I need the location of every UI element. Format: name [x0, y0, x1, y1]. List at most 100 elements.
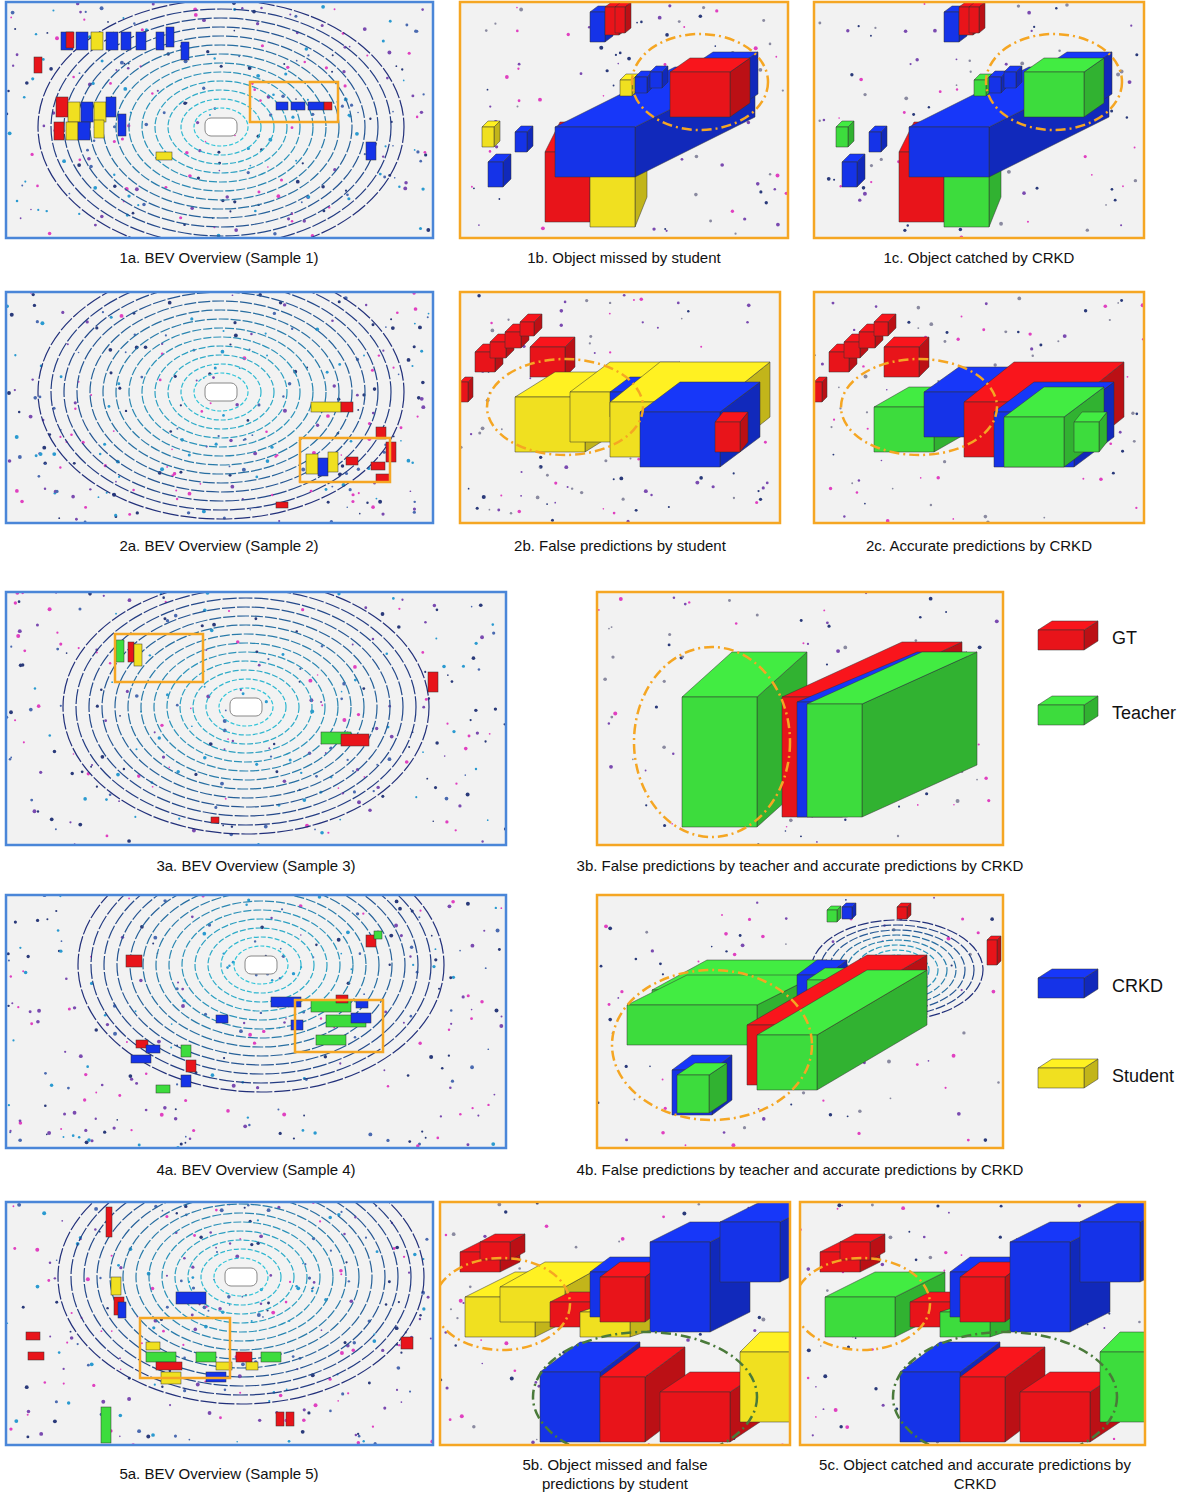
lidar-point: [267, 658, 269, 660]
lidar-point: [827, 177, 831, 181]
lidar-point: [168, 301, 172, 305]
bounding-box-3d: [515, 126, 533, 152]
lidar-point: [293, 1137, 295, 1139]
lidar-point: [1109, 442, 1112, 445]
lidar-point: [491, 329, 495, 333]
lidar-point: [759, 190, 762, 193]
lidar-point: [86, 1065, 89, 1068]
lidar-point: [78, 158, 81, 161]
lidar-point: [277, 194, 281, 198]
lidar-point: [101, 755, 105, 759]
lidar-point: [221, 350, 225, 354]
box-face: [1074, 412, 1107, 422]
lidar-point: [73, 753, 75, 755]
box-face: [482, 127, 494, 147]
panel-content: [460, 2, 788, 238]
lidar-point: [70, 772, 73, 775]
lidar-point: [1005, 63, 1008, 66]
lidar-point: [956, 799, 960, 803]
lidar-point: [260, 1012, 262, 1014]
lidar-ring: [78, 895, 444, 1092]
lidar-point: [637, 458, 640, 461]
lidar-point: [154, 731, 156, 733]
lidar-point: [280, 948, 282, 950]
lidar-point: [757, 490, 759, 492]
lidar-point: [956, 88, 958, 90]
lidar-point: [418, 1041, 421, 1044]
lidar-point: [190, 317, 193, 320]
lidar-point: [81, 770, 84, 773]
lidar-point: [386, 77, 389, 80]
lidar-point: [400, 426, 403, 429]
lidar-point: [608, 722, 610, 724]
lidar-point: [776, 173, 780, 177]
lidar-point: [450, 1023, 452, 1025]
box-face: [520, 314, 542, 322]
lidar-point: [175, 489, 177, 491]
box-face: [974, 80, 986, 96]
bev-box: [166, 27, 174, 47]
lidar-point: [984, 515, 988, 519]
lidar-point: [186, 102, 188, 104]
lidar-point: [84, 506, 87, 509]
lidar-point: [982, 328, 985, 331]
lidar-point: [248, 1124, 250, 1126]
lidar-point: [800, 619, 803, 622]
lidar-point: [346, 930, 350, 934]
lidar-point: [204, 686, 206, 688]
lidar-point: [414, 30, 417, 33]
lidar-point: [379, 173, 382, 176]
lidar-point: [84, 1129, 87, 1132]
lidar-point: [677, 302, 680, 305]
lidar-point: [357, 112, 359, 114]
lidar-point: [315, 944, 318, 947]
lidar-point: [190, 708, 192, 710]
lidar-point: [178, 818, 180, 820]
zoom-region: [250, 82, 338, 122]
panel-content: [460, 292, 780, 523]
lidar-point: [36, 185, 39, 188]
lidar-point: [1032, 354, 1034, 356]
lidar-point: [418, 325, 422, 329]
lidar-point: [1063, 334, 1067, 338]
lidar-point: [862, 186, 866, 190]
lidar-point: [351, 500, 354, 503]
lidar-point: [16, 634, 20, 638]
lidar-point: [897, 835, 899, 837]
lidar-point: [109, 348, 113, 352]
lidar-point: [243, 439, 245, 441]
lidar-point: [35, 33, 37, 35]
lidar-point: [331, 71, 333, 73]
box-face: [1024, 72, 1084, 117]
lidar-point: [15, 489, 19, 493]
lidar-point: [491, 1142, 495, 1146]
bev-box: [66, 32, 74, 48]
lidar-point: [40, 321, 44, 325]
lidar-point: [785, 830, 787, 832]
lidar-ring: [143, 895, 379, 1047]
panel-border: [6, 895, 506, 1148]
lidar-point: [608, 628, 610, 630]
lidar-point: [930, 504, 932, 506]
lidar-point: [731, 210, 734, 213]
lidar-point: [426, 228, 430, 232]
lidar-point: [163, 111, 166, 114]
lidar-point: [247, 419, 250, 422]
lidar-point: [107, 21, 109, 23]
box-face: [814, 377, 827, 382]
lidar-point: [137, 204, 139, 206]
lidar-point: [102, 311, 104, 313]
lidar-point: [169, 430, 172, 433]
lidar-point: [132, 212, 135, 215]
lidar-point: [113, 185, 116, 188]
lidar-point: [480, 1000, 483, 1003]
bev-box: [306, 454, 318, 474]
lidar-point: [623, 294, 626, 297]
lidar-point: [856, 491, 859, 494]
lidar-point: [501, 428, 503, 430]
lidar-point: [357, 713, 360, 716]
lidar-point: [448, 1055, 450, 1057]
box-face: [874, 314, 896, 322]
lidar-point: [39, 395, 42, 398]
lidar-point: [933, 29, 937, 33]
